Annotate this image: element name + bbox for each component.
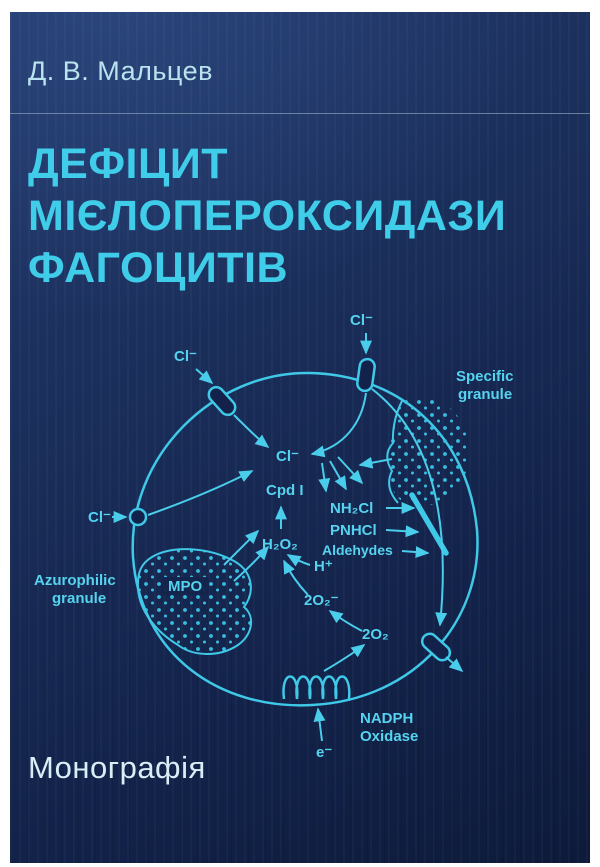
nadph-label-2: Oxidase — [360, 728, 418, 745]
cl-top-label: Cl⁻ — [350, 312, 373, 329]
arrow-mpo-to-cpd1 — [223, 529, 260, 566]
cover: Д. В. Мальцев ДЕФІЦИТ МІЄЛОПЕРОКСИДАЗИ Ф… — [10, 12, 590, 863]
cpd1-label: Cpd I — [266, 482, 304, 499]
mpo-label: MPO — [168, 578, 203, 595]
h2o2-label: H₂O₂ — [262, 536, 298, 553]
author-name: Д. В. Мальцев — [28, 56, 213, 86]
arrow-fan-2 — [329, 460, 347, 491]
author-divider — [10, 113, 590, 114]
cl-upper-left-label: Cl⁻ — [174, 348, 197, 365]
monograph-label: Монографія — [28, 750, 206, 785]
title-line-2: МІЄЛОПЕРОКСИДАЗИ — [28, 192, 507, 240]
arrow-cl-top-into-cell — [310, 392, 367, 458]
mpo-pathway-diagram: Cl⁻ Cl⁻ Cl⁻ Cl⁻ Specific granule Azuroph… — [34, 312, 514, 761]
arrow-group — [112, 333, 464, 742]
specific-granule-blob — [388, 397, 469, 507]
title-line-1: ДЕФІЦИТ — [28, 140, 229, 188]
book-title: ДЕФІЦИТ МІЄЛОПЕРОКСИДАЗИ ФАГОЦИТІВ — [28, 138, 506, 294]
arrow-hplus-to-h2o2 — [286, 554, 311, 567]
chloride-channel-top — [356, 357, 376, 393]
oxidant-target-rod — [409, 492, 449, 556]
specific-granule-label-1: Specific — [456, 368, 514, 385]
oxygen-label: 2O₂ — [362, 626, 389, 643]
arrow-fan-1 — [318, 462, 331, 493]
arrow-right-membrane-flow — [371, 388, 448, 627]
chloride-channel-upper-left — [207, 385, 237, 417]
arrow-coil-to-oxygen — [323, 644, 366, 672]
electron-label: e⁻ — [316, 744, 332, 761]
cl-inner-label: Cl⁻ — [276, 448, 299, 465]
arrow-electron-to-coil — [313, 707, 326, 742]
chloride-channel-left — [128, 507, 148, 527]
azurophilic-granule-label-2: granule — [52, 590, 106, 607]
specific-granule-label-2: granule — [458, 386, 512, 403]
arrow-cl-left-into-cell — [147, 470, 254, 516]
arrow-pnhcl-to-rod — [385, 525, 420, 538]
title-line-3: ФАГОЦИТІВ — [28, 244, 289, 292]
nh2cl-label: NH₂Cl — [330, 500, 373, 517]
specific-granule-boundary — [386, 400, 403, 504]
arrow-oxygen-to-superoxide — [328, 610, 363, 632]
arrow-cl-upper-left-into-cell — [233, 414, 270, 448]
azurophilic-granule-label-1: Azurophilic — [34, 572, 116, 589]
arrow-mpo-to-h2o2 — [233, 545, 270, 582]
arrow-aldehydes-to-rod — [401, 546, 430, 559]
nadph-label-1: NADPH — [360, 710, 413, 727]
superoxide-label: 2O₂⁻ — [304, 592, 339, 609]
arrow-granule-to-reaction — [358, 456, 393, 469]
arrow-fan-3 — [337, 456, 364, 485]
cl-left-label: Cl⁻ — [88, 509, 111, 526]
nadph-oxidase-coil — [282, 675, 351, 700]
arrow-channel-exit — [445, 656, 464, 673]
arrow-cl-upper-left-entry — [195, 368, 214, 385]
arrow-superoxide-to-h2o2 — [283, 559, 309, 596]
mpo-label-backing — [161, 577, 209, 595]
aldehydes-label: Aldehydes — [322, 542, 393, 558]
hplus-label: H⁺ — [314, 558, 333, 575]
azurophilic-granule-blob — [136, 548, 253, 655]
pnhcl-label: PNHCl — [330, 522, 377, 539]
